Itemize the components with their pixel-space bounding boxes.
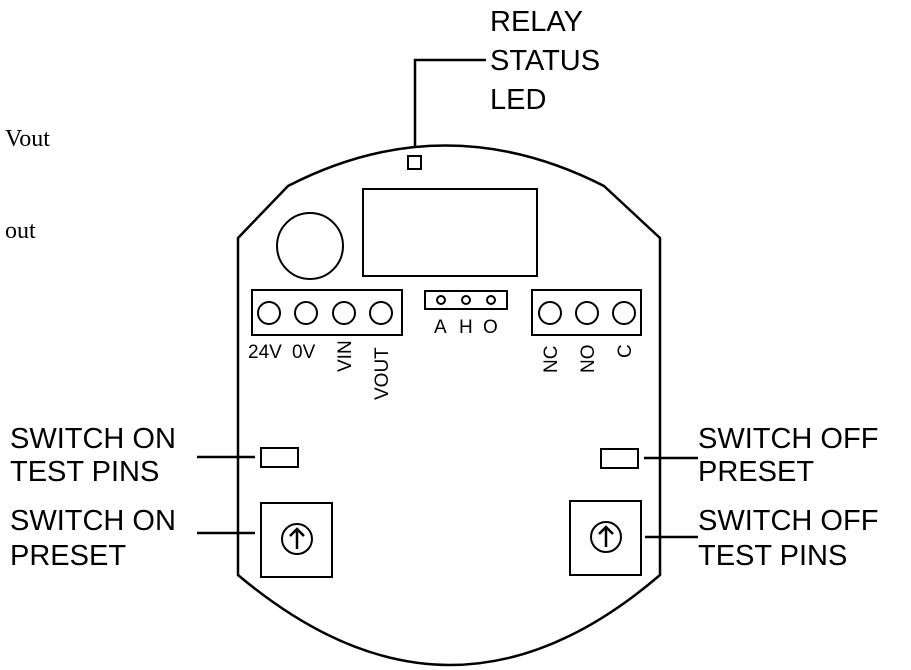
label-vout: VOUT <box>372 347 393 400</box>
label-24v: 24V <box>248 342 282 363</box>
switch-off-test-pins-arrow-icon <box>598 525 614 547</box>
relay-status-led-label-line3: LED <box>490 84 546 116</box>
switch-on-preset-label-line1: SWITCH ON <box>10 505 176 537</box>
terminal-0v <box>294 301 318 325</box>
switch-off-test-pins-label-line2: TEST PINS <box>698 540 847 572</box>
label-no: NO <box>578 345 599 374</box>
terminal-24v <box>257 301 281 325</box>
jumper-pin-o <box>486 295 496 305</box>
out-partial-text: out <box>5 218 36 244</box>
board-outline <box>236 144 662 667</box>
switch-on-preset-label-line2: PRESET <box>10 540 126 572</box>
switch-off-preset-label-line1: SWITCH OFF <box>698 423 878 455</box>
terminal-c <box>612 301 636 325</box>
relay-led-leader-line <box>413 58 486 148</box>
switch-off-test-pins-label-line1: SWITCH OFF <box>698 505 878 537</box>
label-o: O <box>483 317 498 338</box>
relay-status-led-label-line1: RELAY <box>490 6 583 38</box>
terminal-nc <box>538 301 562 325</box>
label-vin: VIN <box>335 340 356 372</box>
switch-on-test-pins-label-line1: SWITCH ON <box>10 423 176 455</box>
label-0v: 0V <box>292 342 316 363</box>
relay-status-led <box>407 155 422 170</box>
vout-partial-text: Vout <box>5 126 50 152</box>
round-component <box>276 212 344 280</box>
label-h: H <box>459 317 473 338</box>
label-a: A <box>434 317 447 338</box>
switch-off-preset-pins <box>600 448 639 469</box>
relay-block <box>362 188 538 277</box>
switch-on-preset-arrow-icon <box>289 527 305 549</box>
label-c: C <box>615 344 636 358</box>
jumper-pin-a <box>436 295 446 305</box>
terminal-vin <box>332 301 356 325</box>
switch-on-test-pins <box>260 447 299 468</box>
terminal-vout <box>369 301 393 325</box>
jumper-pin-h <box>461 295 471 305</box>
terminal-no <box>575 301 599 325</box>
switch-off-preset-label-line2: PRESET <box>698 456 814 488</box>
label-nc: NC <box>541 346 562 373</box>
switch-on-test-pins-label-line2: TEST PINS <box>10 456 159 488</box>
relay-status-led-label-line2: STATUS <box>490 45 600 77</box>
